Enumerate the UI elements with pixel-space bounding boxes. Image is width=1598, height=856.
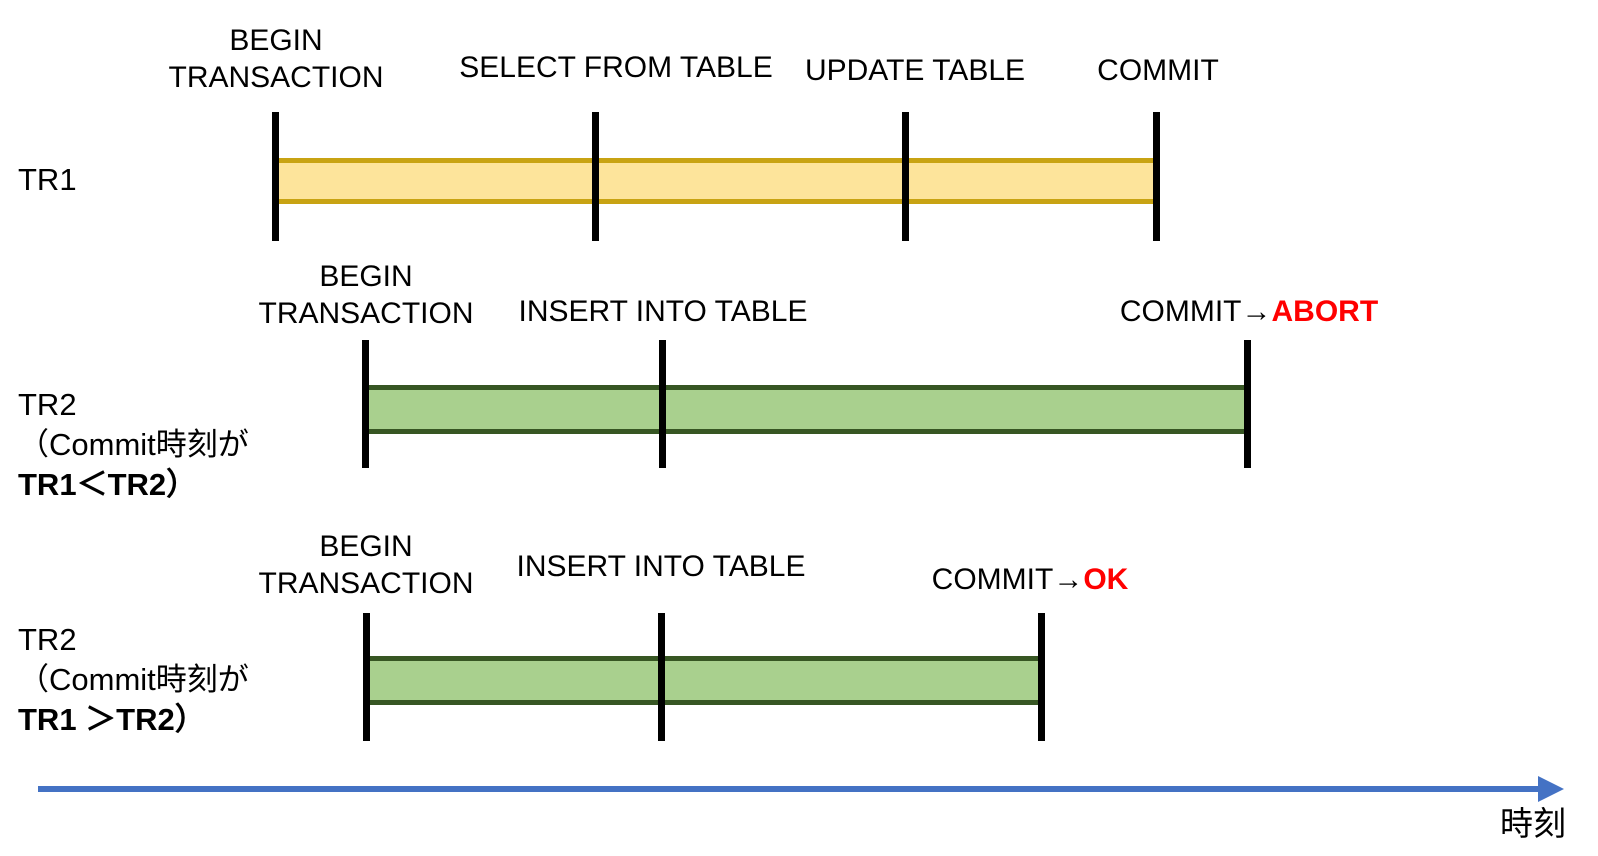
- event-label-tr2abort-insert: INSERT INTO TABLE: [519, 293, 808, 330]
- event-label-line: TRANSACTION: [258, 567, 474, 600]
- row-label-line: TR2: [18, 622, 77, 657]
- row-label-line: TR2: [18, 387, 77, 422]
- event-label-line: TRANSACTION: [258, 297, 474, 330]
- tick-tr1-select: [592, 112, 599, 241]
- event-label-text: COMMIT→: [1119, 295, 1272, 328]
- tick-tr2ok-begin: [363, 613, 370, 741]
- event-label-line: COMMIT→ABORT: [1120, 293, 1378, 330]
- event-label-line: BEGIN: [319, 260, 413, 293]
- tick-tr2ok-commit: [1038, 613, 1045, 741]
- time-axis-arrowhead-icon: [1538, 776, 1564, 802]
- event-label-tr1-begin: BEGIN TRANSACTION: [168, 22, 383, 96]
- tick-tr1-begin: [272, 112, 279, 241]
- event-label-text: COMMIT→: [931, 563, 1084, 596]
- row-label-line: TR1＜TR2）: [18, 467, 198, 502]
- time-axis-label: 時刻: [1500, 805, 1566, 842]
- row-label-line: TR1 ＞TR2）: [18, 702, 206, 737]
- row-label-line: （Commit時刻が: [18, 662, 249, 697]
- event-label-tr1-commit: COMMIT: [1097, 52, 1219, 89]
- event-label-tr2abort-begin: BEGIN TRANSACTION: [258, 258, 473, 332]
- event-label-line: TRANSACTION: [168, 61, 384, 94]
- event-label-line: BEGIN: [319, 530, 413, 563]
- row-label-tr2-ok: TR2 （Commit時刻が TR1 ＞TR2）: [18, 620, 249, 740]
- event-label-accent: ABORT: [1271, 295, 1379, 328]
- event-label-line: COMMIT: [1097, 54, 1219, 87]
- event-label-accent: OK: [1083, 563, 1129, 596]
- tick-tr1-commit: [1153, 112, 1160, 241]
- tick-tr1-update: [902, 112, 909, 241]
- row-label-tr2-abort: TR2 （Commit時刻が TR1＜TR2）: [18, 385, 249, 505]
- timeline-bar-tr1: [276, 158, 1159, 204]
- time-axis-line: [38, 786, 1540, 792]
- timeline-bar-tr2-abort: [366, 385, 1250, 434]
- event-label-line: SELECT FROM TABLE: [459, 51, 773, 84]
- event-label-tr1-update: UPDATE TABLE: [805, 52, 1025, 89]
- event-label-line: INSERT INTO TABLE: [518, 295, 808, 328]
- event-label-line: BEGIN: [229, 24, 323, 57]
- row-label-line: （Commit時刻が: [18, 427, 249, 462]
- tick-tr2abort-insert: [659, 340, 666, 468]
- tick-tr2ok-insert: [658, 613, 665, 741]
- event-label-tr2abort-commit: COMMIT→ABORT: [1120, 293, 1378, 330]
- row-label-tr1: TR1: [18, 160, 77, 200]
- event-label-tr2ok-begin: BEGIN TRANSACTION: [258, 528, 473, 602]
- event-label-tr2ok-commit: COMMIT→OK: [932, 561, 1129, 598]
- row-label-line: TR1: [18, 162, 77, 197]
- event-label-tr1-select: SELECT FROM TABLE: [459, 49, 772, 86]
- event-label-line: COMMIT→OK: [932, 561, 1129, 598]
- tick-tr2abort-commit: [1244, 340, 1251, 468]
- tick-tr2abort-begin: [362, 340, 369, 468]
- timeline-bar-tr2-ok: [366, 656, 1044, 705]
- event-label-line: INSERT INTO TABLE: [516, 550, 806, 583]
- event-label-line: UPDATE TABLE: [804, 54, 1026, 87]
- event-label-tr2ok-insert: INSERT INTO TABLE: [517, 548, 806, 585]
